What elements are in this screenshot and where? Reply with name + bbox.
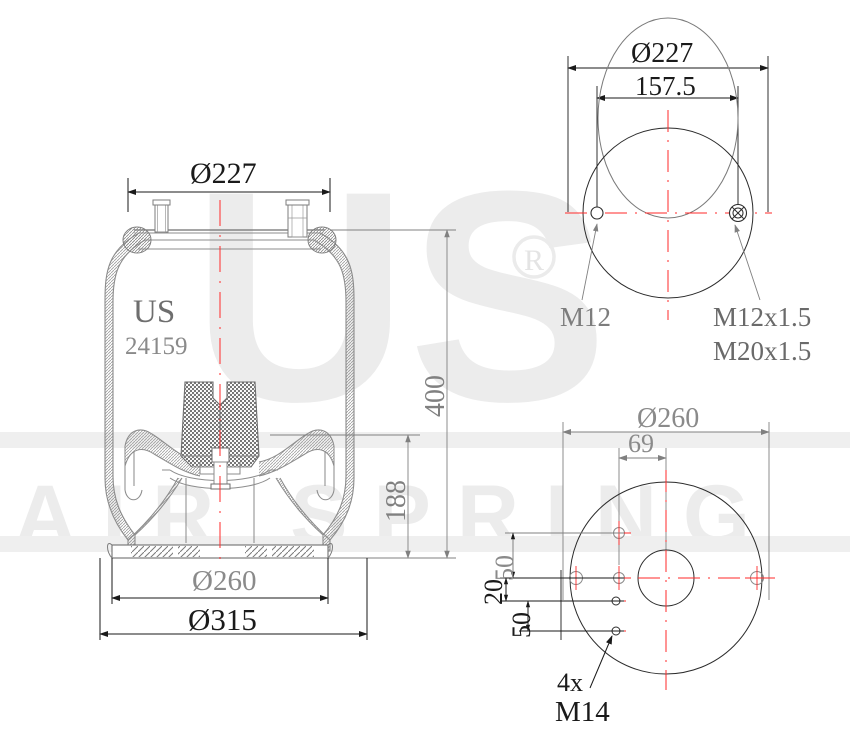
watermark-registered-icon: R — [512, 235, 556, 279]
dim-label-69: 69 — [628, 429, 654, 458]
callout-4x: 4x — [557, 668, 583, 697]
front-section-view — [99, 178, 456, 640]
callout-m12: M12 — [560, 302, 612, 332]
callout-m12x15: M12x1.5 — [713, 302, 812, 332]
top-stud-left — [152, 199, 171, 233]
dim-label-315-main: Ø315 — [188, 602, 257, 637]
callout-m20x15: M20x1.5 — [713, 336, 812, 366]
lobe-fabric-fill — [125, 430, 334, 476]
leader-m14 — [589, 635, 613, 689]
dim-label-260-main: Ø260 — [192, 565, 257, 597]
leader-m12x15 — [734, 224, 761, 301]
dim-label-50a: 50 — [490, 555, 519, 581]
dim-plate-dia-260 — [562, 422, 770, 600]
leader-m12 — [581, 223, 599, 301]
stud-hole-right — [728, 203, 748, 223]
bottom-plate-view — [500, 422, 775, 690]
logo-text: US — [133, 294, 176, 330]
dim-offset-50b — [519, 600, 624, 632]
callout-m14: M14 — [555, 696, 610, 728]
dim-plate-dia-227 — [567, 56, 769, 212]
svg-text:R: R — [524, 244, 544, 277]
bolt-hole-far-right — [745, 566, 769, 590]
dim-label-188: 188 — [381, 480, 412, 522]
dim-top-plate-dia — [127, 178, 331, 212]
dim-label-260-bottom: Ø260 — [637, 403, 700, 434]
dim-hole-x-69 — [618, 448, 667, 565]
top-plate-view — [565, 17, 772, 320]
piston-cone-fabric — [128, 478, 330, 540]
dim-label-50b: 50 — [507, 612, 536, 638]
dim-piston-height — [270, 434, 420, 559]
dim-label-227-main: Ø227 — [190, 157, 257, 190]
dim-base-bolt-dia — [111, 558, 329, 604]
part-number-text: 24159 — [125, 333, 188, 360]
dim-offset-20 — [500, 577, 624, 602]
dim-label-157-5: 157.5 — [635, 71, 696, 101]
top-stud-right — [285, 199, 310, 238]
stud-hole-left — [590, 206, 604, 220]
dim-label-20: 20 — [479, 579, 508, 605]
dim-base-outer-dia — [99, 558, 368, 640]
dim-label-400: 400 — [420, 375, 451, 417]
dim-label-227-top: Ø227 — [631, 38, 694, 69]
watermark-us-text: US — [192, 128, 609, 464]
